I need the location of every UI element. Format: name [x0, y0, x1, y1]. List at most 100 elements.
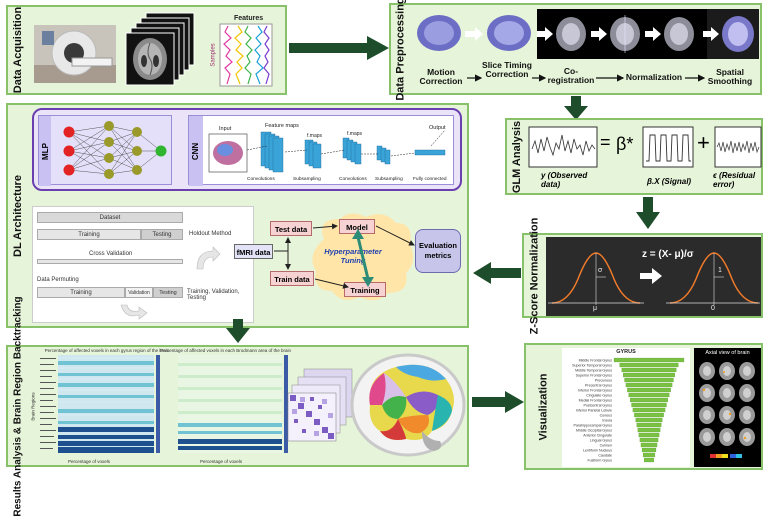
gyrus-category-label: Inferior Frontal Gyrus	[578, 389, 612, 393]
gyrus-category-label: Lentiform Nucleus	[583, 449, 612, 453]
step-motion-correction: Motion Correction	[419, 67, 463, 86]
permute-arrows	[120, 304, 148, 320]
gyrus-category-label: Postcentral Gyrus	[583, 404, 612, 408]
gyrus-category-label: Caudate	[598, 454, 612, 458]
gyrus-bar	[627, 387, 671, 393]
gyrus-bar	[619, 362, 679, 368]
step-coregistration: Co-registration	[547, 66, 595, 85]
brodmann-heatmap	[178, 355, 288, 453]
permuting-validation-bar: Validation	[125, 287, 153, 298]
cross-validation-label: Cross Validation	[89, 251, 133, 257]
cnn-convolutions-1-text: Convolutions	[247, 176, 275, 182]
gyrus-bar	[629, 397, 668, 403]
step-spatial-smoothing: Spatial Smoothing	[707, 67, 753, 86]
data-preprocessing-panel: Data Preprocessing Motion Correction Sli…	[389, 0, 762, 101]
loop-arrows	[196, 246, 221, 270]
gyrus-bar	[639, 437, 659, 443]
heatmap1-xlabel: Percentage of voxels	[68, 459, 111, 464]
arrow-zscore-to-dl	[473, 262, 521, 284]
observed-data-label: y (Observed data)	[541, 171, 588, 190]
dataset-bar: Dataset	[37, 212, 183, 223]
gyrus-bar	[641, 447, 657, 453]
gyrus-category-label: Medial Frontal Gyrus	[579, 399, 613, 403]
cnn-box: CNN Input Feature maps f.maps f.maps Ou	[188, 115, 454, 186]
features-label: Features	[234, 15, 264, 22]
gyrus-bar	[634, 412, 664, 418]
zscore-curves	[548, 252, 760, 305]
heatmap2-xlabel: Percentage of voxels	[200, 459, 243, 464]
brain-regions-image	[350, 353, 466, 457]
gyrus-category-label: Fusiform Gyrus	[587, 459, 612, 463]
data-permuting-label: Data Permuting	[37, 277, 79, 283]
gyrus-category-label: Superior Frontal Gyrus	[576, 374, 613, 378]
gyrus-category-label: Middle Frontal Gyrus	[579, 359, 613, 363]
connectivity-matrix-stack	[287, 368, 353, 442]
heatmap2-title: Percentage of affected voxels in each Br…	[160, 348, 292, 353]
evaluation-metrics-box: Evaluation metrics	[415, 229, 461, 273]
train-data-box: Train data	[270, 271, 314, 286]
permuting-method-label: Training, Validation, Testing	[187, 289, 240, 301]
gyrus-chart-title: GYRUS	[616, 349, 636, 355]
data-acquisition-panel: Data Acquisition Features Samples	[6, 5, 287, 95]
zscore-formula: z = (X- μ)/σ	[642, 249, 694, 260]
visualization-panel: Visualization GYRUS Middle Frontal Gyrus…	[524, 343, 763, 470]
gyrus-bar	[635, 417, 663, 423]
gyrus-bar	[621, 367, 677, 373]
mu-label: μ	[593, 305, 598, 312]
permuting-training-bar: Training	[37, 287, 125, 298]
gyrus-category-label: Precentral Gyrus	[585, 384, 612, 388]
results-ylabel: Brain Regions	[30, 391, 36, 421]
results-title: Results Analysis & Brain Region Backtrac…	[12, 295, 24, 516]
zscore-title: Z-Score Normalization	[528, 217, 540, 334]
permuting-testing-bar: Testing	[153, 287, 183, 298]
mri-scanner-image	[34, 25, 116, 83]
arrow-acq-to-preproc	[289, 36, 389, 60]
cnn-fmaps-2-text: f.maps	[347, 131, 363, 137]
holdout-diagram: Dataset Training Testing Holdout Method …	[32, 206, 254, 323]
holdout-method-label: Holdout Method	[189, 231, 232, 237]
gyrus-bar	[625, 382, 673, 388]
feature-series-plot	[219, 23, 273, 87]
arrow-dl-to-results	[226, 319, 250, 343]
zero-label: 0	[711, 305, 715, 312]
axial-view-title: Axial view of brain	[705, 350, 750, 356]
cnn-fully-connected-text: Fully connected	[413, 176, 447, 182]
axial-brain-grid	[699, 362, 755, 458]
gyrus-bar	[632, 407, 666, 413]
preprocessing-step-arrows	[467, 74, 706, 82]
gyrus-category-label: Cuneus	[600, 414, 613, 418]
results-panel: Results Analysis & Brain Region Backtrac…	[6, 296, 469, 516]
zscore-panel: Z-Score Normalization z = (X- μ)/σ σ μ 1…	[522, 217, 763, 334]
training-box: Training	[344, 282, 386, 297]
data-acquisition-title: Data Acquisition	[12, 6, 25, 94]
gyrus-heatmap	[40, 355, 160, 453]
signal-label: β.X (Signal)	[647, 177, 692, 186]
gyrus-bar	[642, 452, 656, 458]
cnn-subsampling-1-text: Subsampling	[293, 176, 321, 182]
arrow-preproc-to-glm	[564, 96, 588, 120]
dl-architecture-panel: DL Architecture MLP CNN	[6, 103, 469, 328]
gyrus-bar	[636, 422, 662, 428]
beta-symbol: β*	[616, 134, 634, 154]
step-slice-timing: Slice Timing Correction	[482, 60, 532, 79]
mlp-box: MLP	[38, 115, 172, 186]
glm-analysis-title: GLM Analysis	[511, 120, 523, 193]
holdout-training-bar: Training	[37, 229, 141, 240]
cnn-output-text: Output	[429, 125, 446, 131]
gyrus-category-label: Middle Temporal Gyrus	[575, 369, 612, 373]
gyrus-category-label: Superior Temporal Gyrus	[572, 364, 612, 368]
holdout-testing-bar: Testing	[141, 229, 183, 240]
gyrus-category-label: Parahippocampal Gyrus	[573, 424, 612, 428]
one-label: 1	[718, 267, 722, 274]
cnn-convolutions-2-text: Convolutions	[339, 176, 367, 182]
gyrus-category-label: Inferior Parietal Lobule	[576, 409, 612, 413]
arrow-glm-to-zscore	[636, 197, 660, 229]
cross-validation-strip	[37, 259, 183, 264]
gyrus-bar	[624, 377, 674, 383]
gyrus-bar	[613, 357, 685, 363]
brain-slice-stack	[125, 12, 195, 86]
gyrus-category-label: Middle Occipital Gyrus	[576, 429, 612, 433]
signal-plot	[642, 126, 694, 168]
mlp-network-diagram	[63, 121, 167, 179]
flow-arrows	[274, 223, 415, 289]
